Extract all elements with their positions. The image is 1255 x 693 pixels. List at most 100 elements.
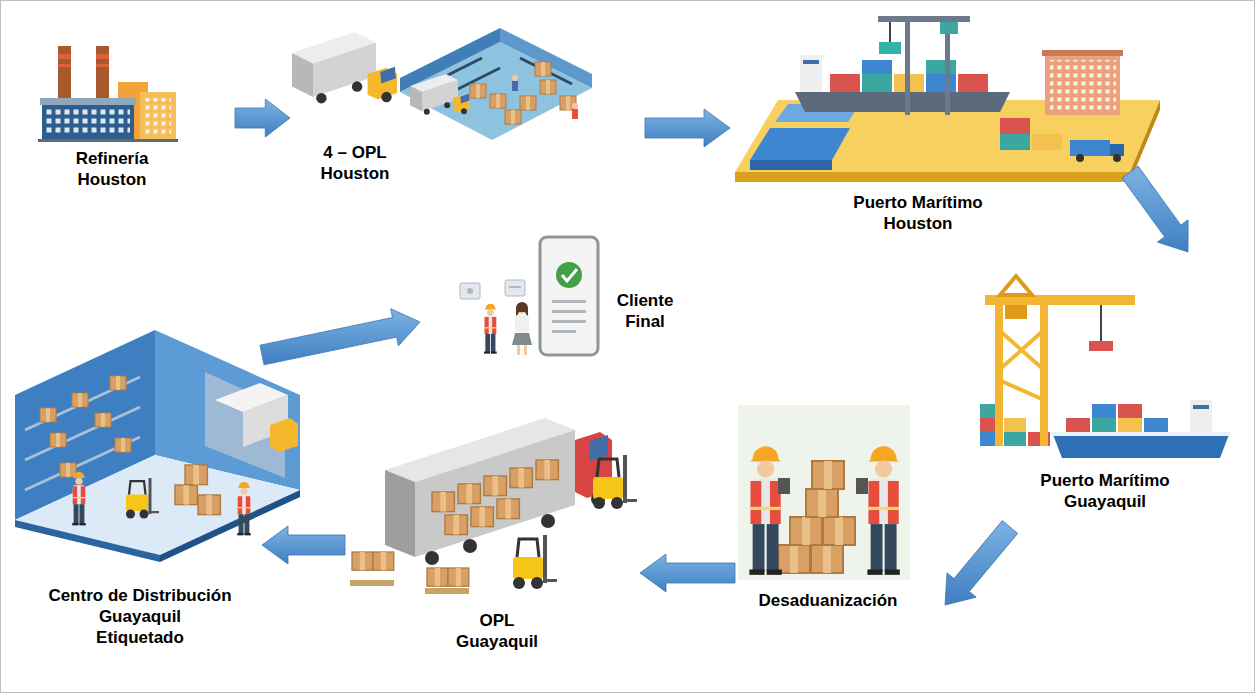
transport-guayaquil-illustration-part [425, 588, 469, 594]
warehouse-houston-illustration-part [572, 103, 578, 109]
customs-illustration-part [778, 478, 790, 494]
transport-guayaquil-illustration-part [536, 460, 558, 480]
flow-arrow [945, 521, 1018, 605]
distribution-center-illustration-part [95, 413, 111, 427]
port-houston-illustration-part [940, 22, 958, 34]
transport-guayaquil-illustration-part [445, 515, 467, 535]
port-houston-illustration-part [1000, 134, 1030, 150]
customs-illustration-part [738, 405, 910, 580]
port-houston-illustration-part [1113, 154, 1121, 162]
distribution-center-illustration-part [60, 463, 76, 477]
port-houston-illustration-part [1076, 154, 1084, 162]
customer-illustration [460, 237, 598, 355]
customs-illustration-part [856, 478, 868, 494]
transport-guayaquil-illustration-part [427, 568, 448, 586]
stage-node: Centro de Distribución Guayaquil Etiquet… [10, 320, 262, 670]
flow-arrow [645, 109, 730, 147]
stage-label: 4 – OPL Houston [321, 142, 390, 184]
customs-illustration-part [790, 517, 822, 545]
transport-guayaquil-illustration-part [510, 468, 532, 488]
refinery-illustration-part [42, 104, 134, 140]
distribution-center-illustration-part [115, 438, 131, 452]
transport-guayaquil-illustration-part [373, 552, 394, 570]
port-houston-illustration-part [889, 22, 891, 44]
distribution-center-illustration-part [72, 472, 86, 526]
customer-illustration-part [552, 300, 586, 303]
customer-illustration-part [515, 315, 529, 333]
transport-guayaquil-illustration-part [432, 492, 454, 512]
port-guayaquil-illustration-part [1040, 300, 1048, 446]
port-guayaquil-illustration [980, 276, 1230, 458]
port-guayaquil-illustration-part [1089, 341, 1113, 351]
refinery-illustration-part [58, 46, 71, 106]
customer-illustration-part [460, 283, 480, 299]
warehouse-houston-illustration-part [572, 109, 578, 119]
port-houston-illustration-part [878, 16, 970, 22]
customs-illustration-part [749, 446, 781, 575]
port-houston-illustration-part [1070, 140, 1110, 156]
port-houston-illustration-part [926, 74, 956, 92]
port-guayaquil-illustration-part [999, 330, 1044, 400]
transport-guayaquil-illustration-part [352, 552, 373, 570]
port-houston-illustration-part [735, 172, 1130, 182]
transport-guayaquil-illustration-part [593, 455, 637, 509]
refinery-illustration-part [40, 98, 136, 105]
port-guayaquil-illustration-part [1144, 418, 1168, 432]
customer-illustration-part [517, 345, 520, 355]
port-guayaquil-illustration-part [995, 300, 1003, 446]
stage-label: Desaduanización [759, 590, 898, 611]
transport-guayaquil-illustration [350, 418, 637, 594]
refinery-illustration-part [140, 92, 176, 140]
refinery-illustration-part [96, 54, 109, 59]
warehouse-houston-illustration-part [535, 62, 551, 76]
flow-arrow [235, 99, 290, 137]
flow-arrow [262, 526, 345, 564]
port-houston-illustration-part [1050, 60, 1116, 110]
stage-label: OPL Guayaquil [456, 610, 538, 652]
stage-node: 4 – OPL Houston [290, 25, 645, 195]
transport-guayaquil-illustration-part [590, 435, 608, 461]
transport-guayaquil-illustration-part [415, 430, 575, 557]
warehouse-houston-illustration-part [470, 84, 486, 98]
distribution-center-illustration-part [25, 377, 140, 490]
port-guayaquil-illustration-part [1000, 276, 1032, 295]
port-houston-illustration-part [926, 60, 956, 74]
customs-illustration-part [867, 446, 899, 575]
distribution-center-illustration-part [270, 418, 298, 452]
port-houston-illustration-part [862, 60, 892, 74]
distribution-center-illustration-part [175, 485, 197, 505]
warehouse-houston-illustration-part [512, 75, 518, 81]
customer-illustration-part [512, 333, 532, 345]
distribution-center-illustration-part [110, 376, 126, 390]
port-houston-illustration-part [795, 92, 1010, 112]
stage-label: Refinería Houston [76, 148, 149, 190]
port-guayaquil-illustration-part [1052, 432, 1230, 436]
warehouse-houston-illustration [292, 28, 592, 140]
distribution-center-illustration-part [198, 495, 220, 515]
customs-illustration [738, 405, 910, 580]
warehouse-houston-illustration-part [292, 32, 397, 103]
port-guayaquil-illustration-part [1100, 305, 1102, 341]
distribution-center-illustration-part [126, 478, 159, 519]
port-houston-illustration-part [905, 20, 910, 115]
stage-node: Puerto Marítimo Guayaquil [970, 252, 1235, 527]
customer-illustration-part [556, 262, 582, 288]
refinery-illustration [38, 46, 178, 142]
transport-guayaquil-illustration-part [448, 568, 469, 586]
transport-guayaquil-illustration-part [497, 499, 519, 519]
refinery-illustration-part [38, 139, 178, 142]
port-guayaquil-illustration-part [1118, 404, 1142, 418]
stage-node: Puerto Marítimo Houston [730, 10, 1130, 242]
distribution-center-illustration-part [50, 433, 66, 447]
refinery-illustration-part [96, 46, 109, 106]
transport-guayaquil-illustration-part [425, 551, 439, 565]
distribution-center-illustration-part [185, 465, 207, 485]
customer-illustration-part [562, 269, 577, 281]
customer-illustration-part [505, 280, 525, 296]
port-houston-illustration-part [862, 74, 892, 92]
customs-illustration-part [812, 461, 844, 489]
transport-guayaquil-illustration-part [471, 507, 493, 527]
stage-node: Refinería Houston [35, 40, 235, 200]
